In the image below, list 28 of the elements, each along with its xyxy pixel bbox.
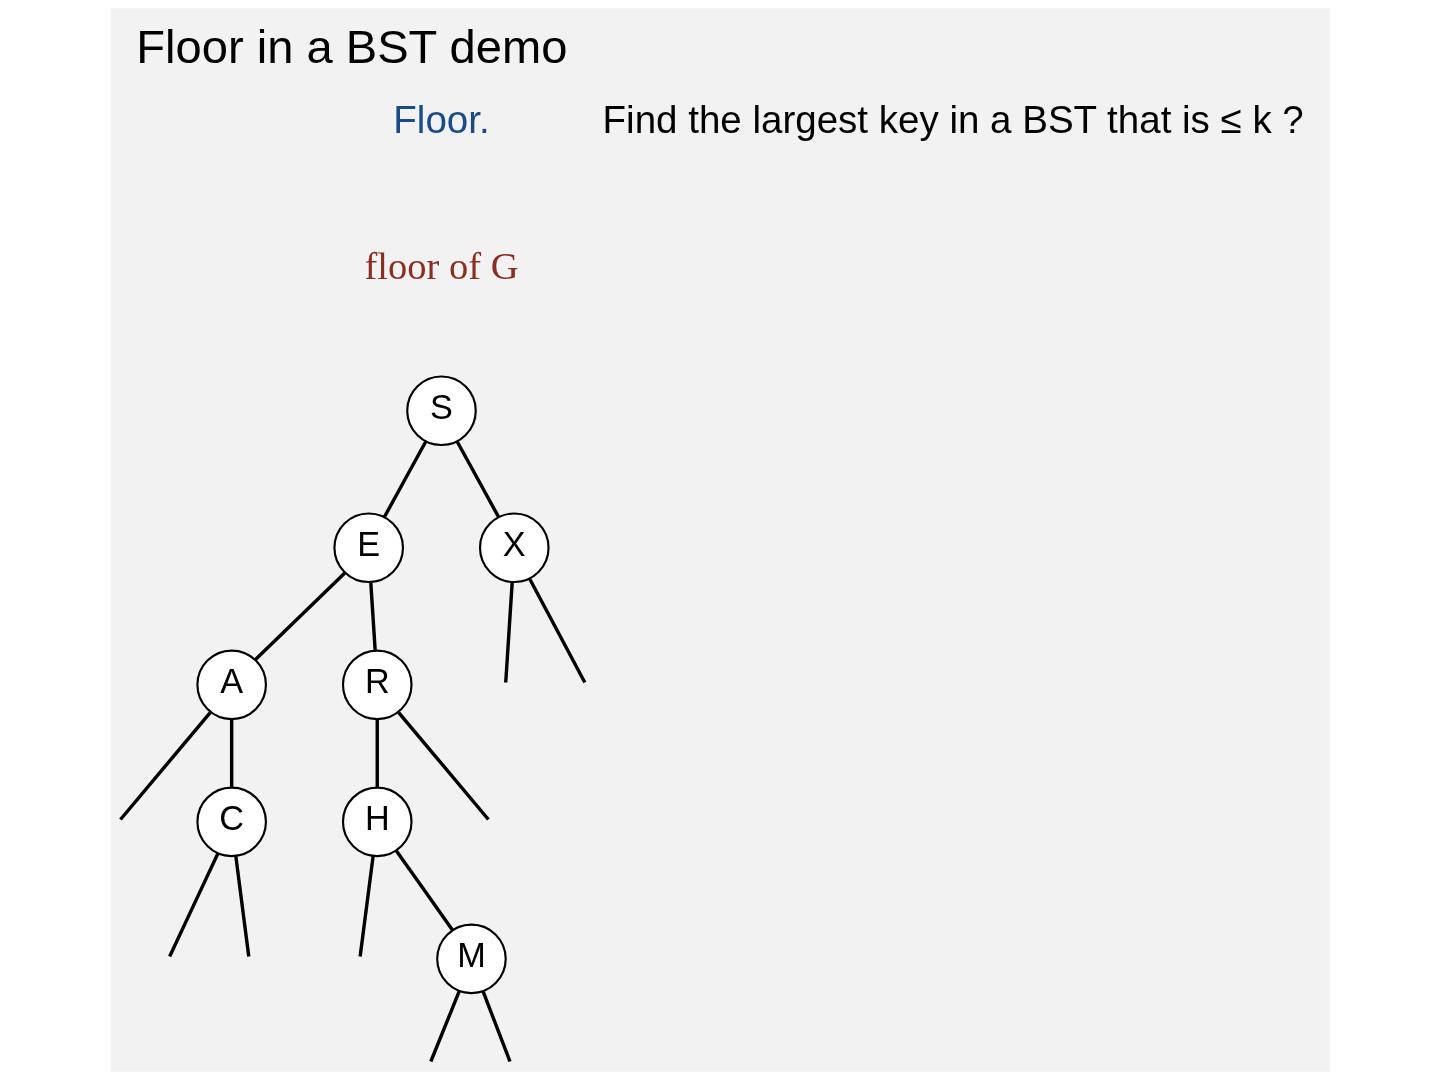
connector [503, 581, 514, 683]
connector [455, 440, 500, 518]
connector [229, 719, 233, 787]
connector [233, 855, 250, 957]
connector [394, 849, 454, 931]
label: Floor. [392, 98, 490, 142]
connector [396, 711, 490, 821]
connector [375, 719, 379, 787]
diagram-title: Floor in a BST demo [135, 20, 567, 74]
connector [357, 855, 375, 957]
label: Find the largest key in a BST that is ≤ k ? [602, 98, 1304, 142]
connector [480, 990, 512, 1063]
node-circle: A [195, 649, 267, 721]
node-circle: R [341, 649, 413, 721]
node-circle: H [341, 786, 413, 858]
node-circle: M [435, 923, 507, 995]
connector [428, 990, 461, 1063]
node-circle: C [195, 786, 267, 858]
connector [527, 577, 586, 684]
connector [368, 581, 377, 651]
connector [167, 852, 219, 958]
connector [382, 440, 427, 518]
label: floor of G [363, 244, 518, 287]
node-circle: X [478, 512, 550, 584]
connector [118, 711, 211, 821]
connector [253, 571, 346, 662]
node-circle: S [405, 375, 477, 447]
node-circle: E [332, 512, 404, 584]
